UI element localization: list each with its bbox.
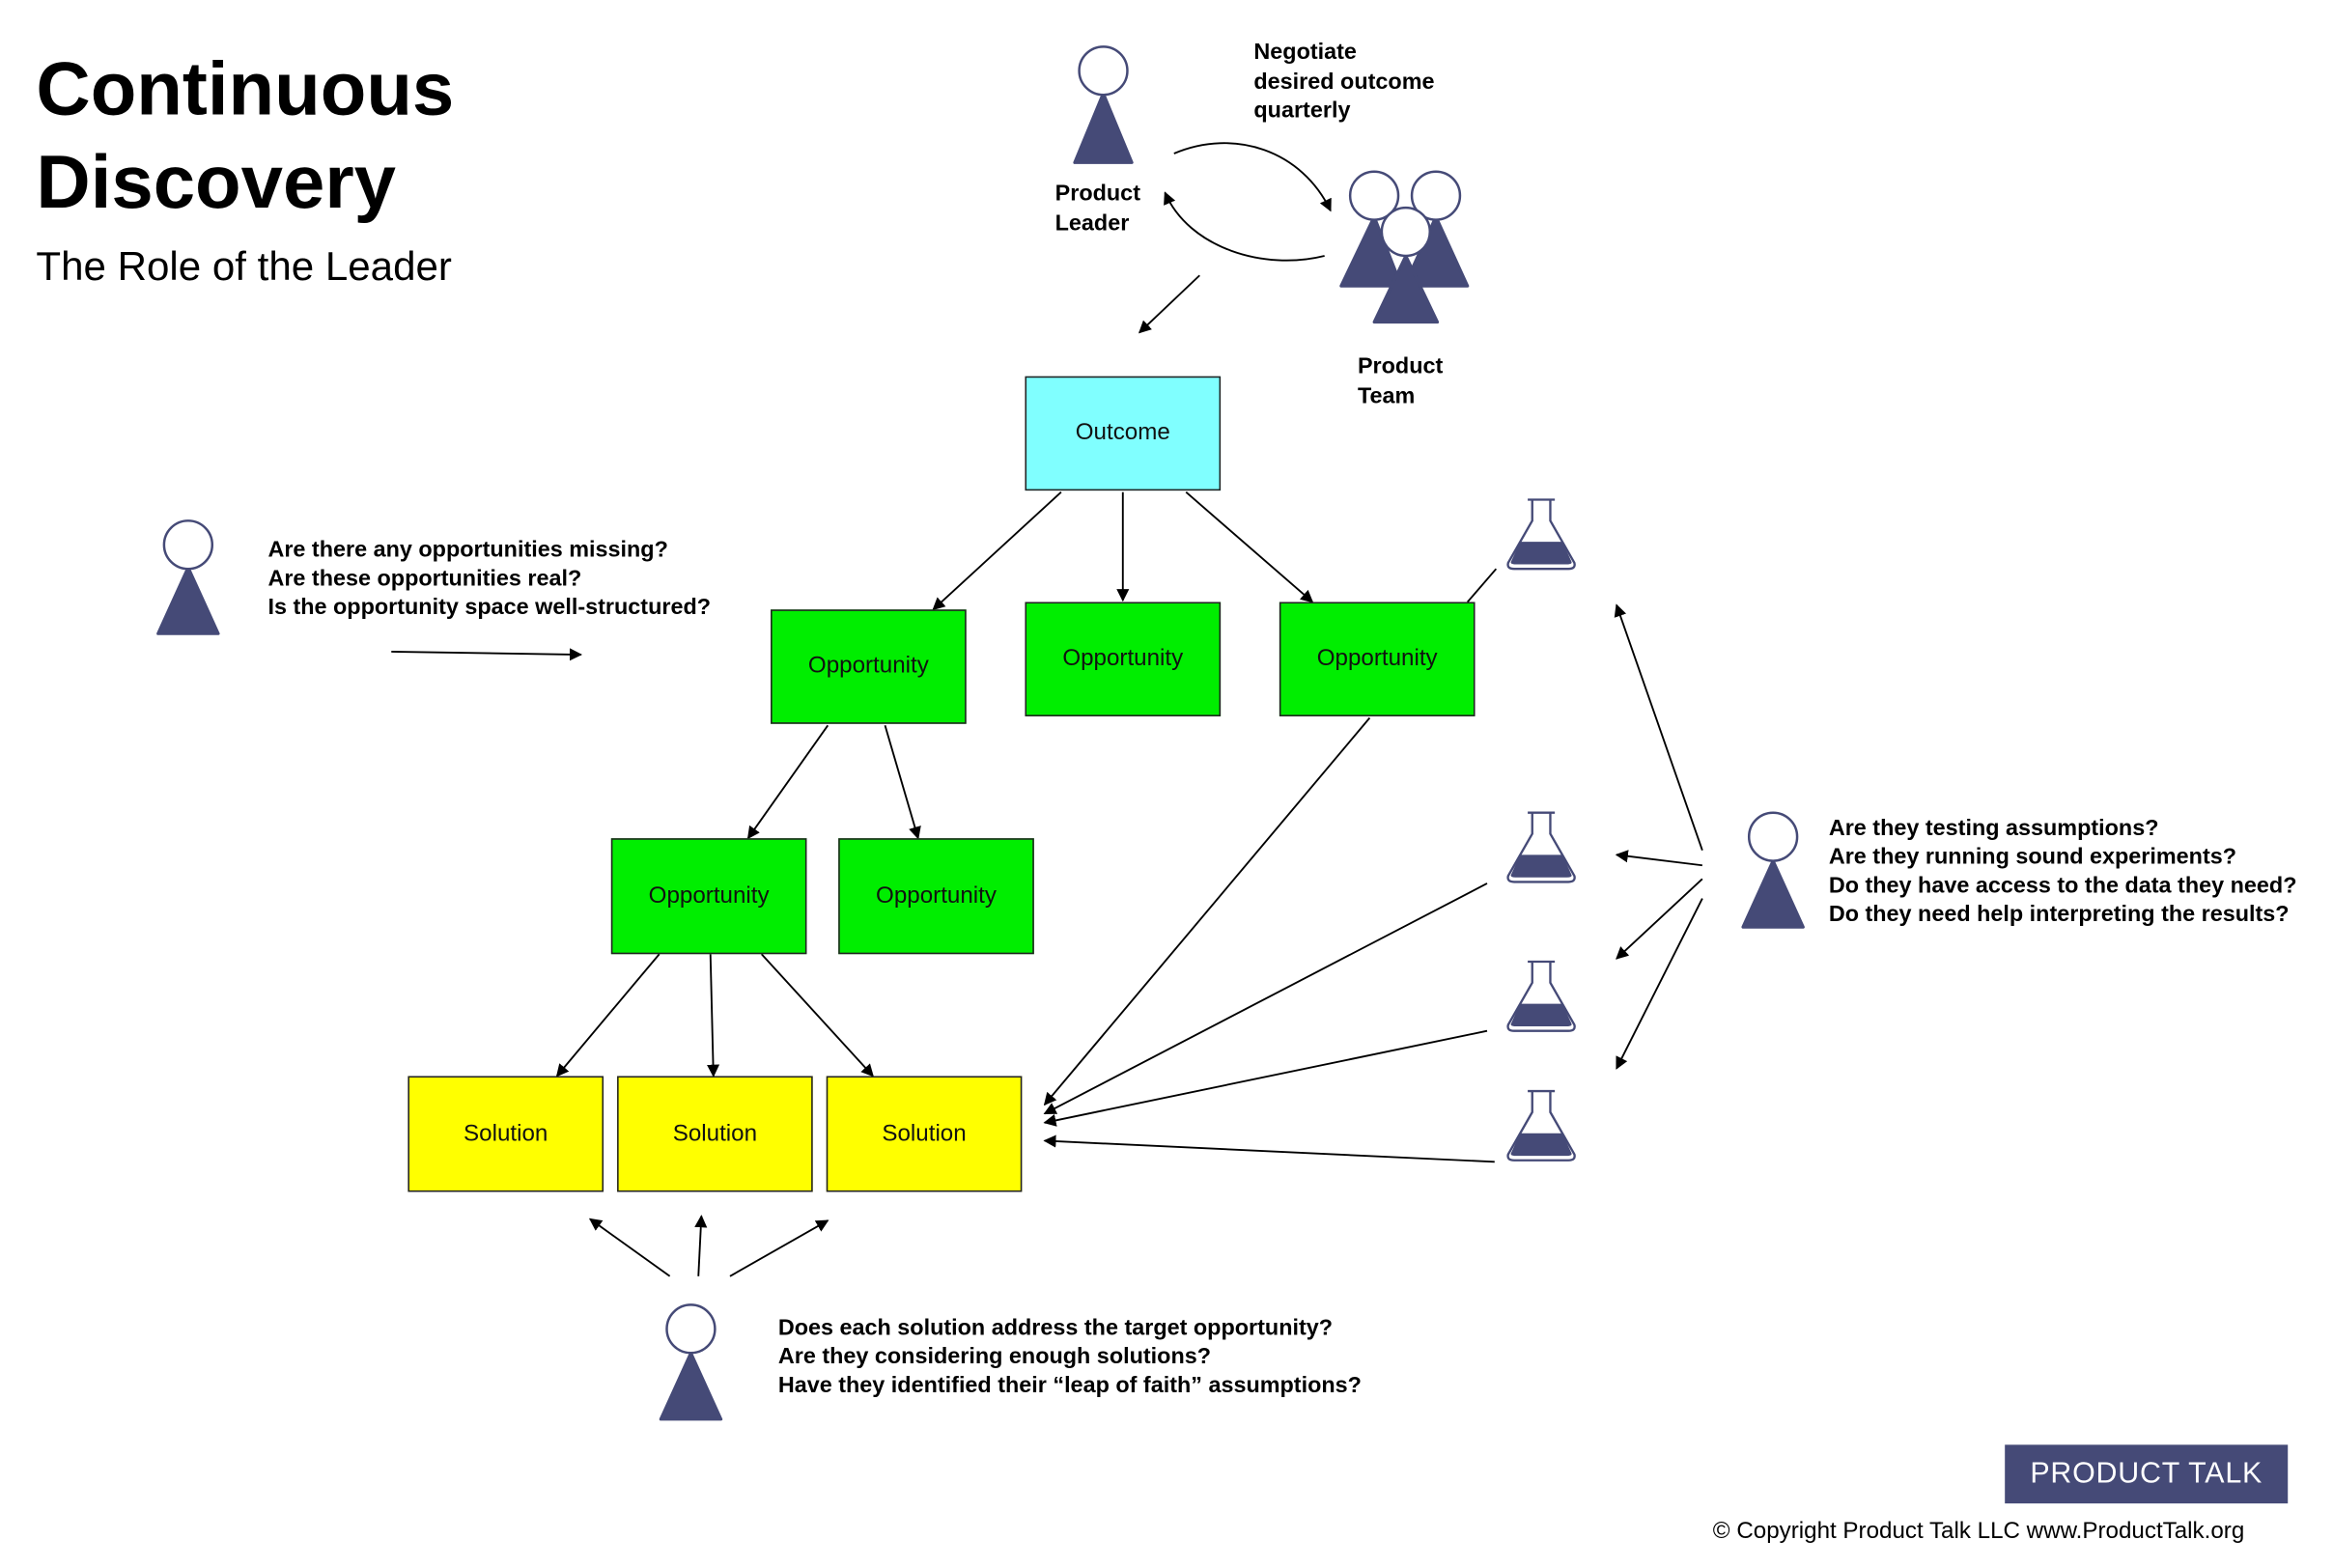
- experiment-flask-icon: [1506, 1089, 1576, 1162]
- opportunity-node: Opportunity: [1279, 602, 1476, 716]
- outcome-node: Outcome: [1025, 376, 1222, 491]
- arrow-to-solution-1: [588, 1218, 671, 1277]
- negotiate-line: Negotiate: [1253, 39, 1357, 66]
- solution-node: Solution: [826, 1076, 1023, 1192]
- copyright-text: © Copyright Product Talk LLC www.Product…: [1712, 1518, 2245, 1545]
- page-title: Continuous Discovery: [36, 46, 455, 225]
- opportunity-node: Opportunity: [610, 838, 807, 955]
- leader-person-icon: [156, 519, 220, 635]
- question-line: Do they need help interpreting the resul…: [1828, 901, 2290, 928]
- arrow-opportunity-questions: [391, 648, 582, 661]
- arrow-to-solution-2: [694, 1215, 708, 1276]
- edge-outcome-opp1: [932, 491, 1062, 611]
- product-team-label: Product Team: [1358, 352, 1443, 412]
- leader-person-icon: [659, 1303, 723, 1421]
- edge-outcome-opp3: [1185, 490, 1314, 603]
- solution-questions: Does each solution address the target op…: [778, 1314, 1362, 1400]
- negotiate-arrow-to-team: [1173, 142, 1332, 212]
- label-line: Product: [1054, 181, 1140, 207]
- question-line: Do they have access to the data they nee…: [1828, 873, 2297, 899]
- opportunity-node: Opportunity: [838, 838, 1034, 955]
- experiment-flask-icon: [1506, 498, 1576, 571]
- opportunity-node: Opportunity: [1025, 602, 1222, 716]
- arrow-flask3-to-solutions: [1043, 1029, 1488, 1127]
- edge-sub1-sol2: [706, 954, 720, 1078]
- question-line: Are these opportunities real?: [267, 566, 582, 592]
- arrow-flask4-to-solutions: [1043, 1134, 1495, 1163]
- product-leader-label: Product Leader: [1055, 179, 1140, 238]
- leader-person-icon: [1741, 811, 1805, 929]
- arrow-flask2-to-solutions: [1043, 882, 1488, 1115]
- question-line: Is the opportunity space well-structured…: [267, 594, 712, 621]
- label-line: Team: [1357, 383, 1416, 409]
- arrow-leader-to-flask2: [1615, 850, 1703, 867]
- page-subtitle: The Role of the Leader: [36, 243, 452, 290]
- label-line: Product: [1357, 353, 1444, 379]
- question-line: Are they testing assumptions?: [1828, 815, 2159, 842]
- experiment-questions: Are they testing assumptions? Are they r…: [1829, 814, 2297, 928]
- opportunity-node: Opportunity: [771, 609, 967, 724]
- product-talk-logo: PRODUCT TALK: [2005, 1444, 2289, 1504]
- arrow-to-solution-3: [729, 1219, 829, 1277]
- label-line: Leader: [1054, 210, 1130, 237]
- negotiate-line: desired outcome: [1253, 68, 1435, 95]
- arrow-to-outcome: [1138, 274, 1200, 334]
- negotiate-arrow-to-leader: [1164, 191, 1325, 262]
- question-line: Are there any opportunities missing?: [267, 537, 668, 563]
- edge-sub1-sol1: [555, 953, 661, 1078]
- arrow-leader-to-flask3: [1616, 878, 1703, 960]
- opportunity-questions: Are there any opportunities missing? Are…: [267, 536, 711, 622]
- edge-sub1-sol3: [761, 953, 874, 1078]
- solution-node: Solution: [408, 1076, 604, 1192]
- question-line: Are they running sound experiments?: [1828, 844, 2237, 870]
- edge-opp1-sub2: [884, 725, 921, 840]
- negotiate-line: quarterly: [1253, 98, 1351, 124]
- negotiate-text: Negotiate desired outcome quarterly: [1253, 38, 1434, 126]
- experiment-flask-icon: [1506, 811, 1576, 883]
- edge-opp1-sub1: [746, 724, 829, 840]
- question-line: Does each solution address the target op…: [777, 1315, 1334, 1341]
- arrow-opp3-to-solutions: [1043, 716, 1371, 1106]
- question-line: Are they considering enough solutions?: [777, 1343, 1212, 1370]
- product-team-people-icon: [1339, 170, 1470, 324]
- solution-node: Solution: [617, 1076, 813, 1192]
- arrow-leader-to-flask4: [1616, 898, 1703, 1070]
- experiment-flask-icon: [1506, 960, 1576, 1032]
- question-line: Have they identified their “leap of fait…: [777, 1372, 1362, 1399]
- link-opp3-flask1: [1467, 568, 1498, 603]
- product-leader-person-icon: [1073, 45, 1134, 164]
- arrow-leader-to-flask1: [1614, 603, 1703, 851]
